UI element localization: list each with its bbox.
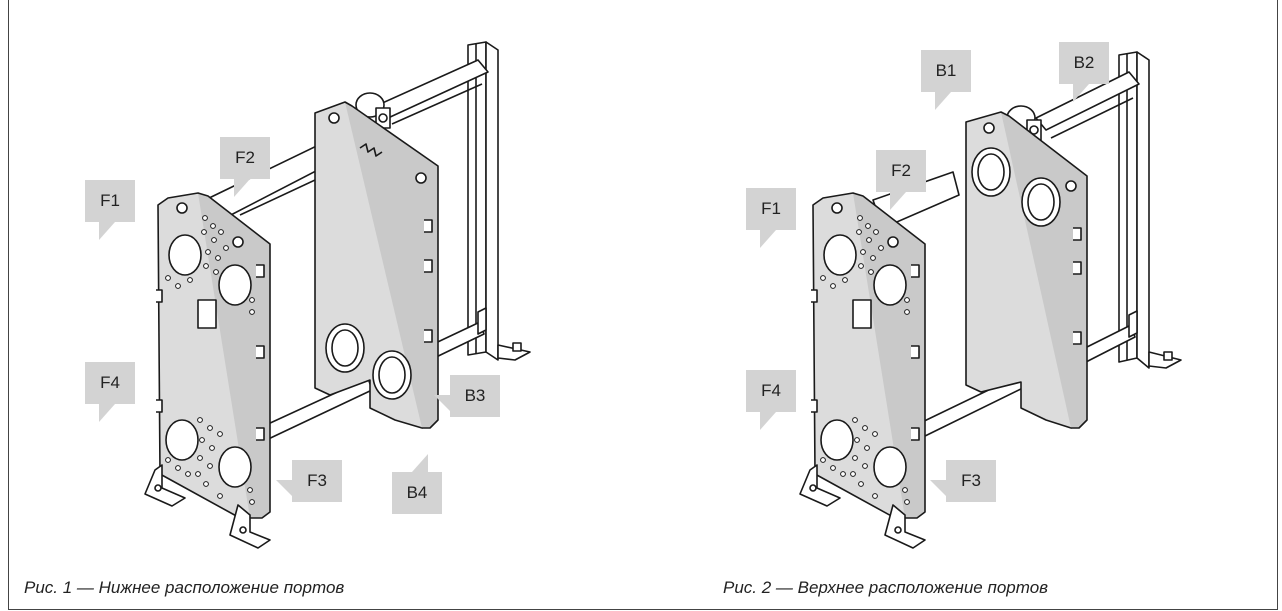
figure-2: F1 F2 F4 F3 B1 B2 Рис. 2 — Верхнее распо… xyxy=(641,0,1281,611)
frame-plate xyxy=(156,192,271,519)
label-f3: F3 xyxy=(276,460,342,502)
figure-1: F1 F2 F4 F3 B3 B4 Рис. 1 — Нижнее распол… xyxy=(0,0,640,611)
label-f4: F4 xyxy=(746,370,796,430)
roller xyxy=(355,92,391,129)
label-b2: B2 xyxy=(1059,42,1109,102)
label-f3: F3 xyxy=(930,460,996,502)
frame-feet xyxy=(144,464,271,549)
label-f2: F2 xyxy=(876,150,926,210)
figure-2-caption: Рис. 2 — Верхнее расположение портов xyxy=(723,578,1049,597)
frame-feet xyxy=(799,464,926,549)
support-column xyxy=(1118,51,1182,369)
pressure-plate xyxy=(965,111,1088,429)
figure-frame xyxy=(8,0,1278,610)
figure-1-caption: Рис. 1 — Нижнее расположение портов xyxy=(24,578,345,597)
support-column xyxy=(467,41,531,361)
frame-plate xyxy=(811,192,926,519)
lower-guide-bar xyxy=(254,307,487,443)
label-f1: F1 xyxy=(746,188,796,248)
label-f1: F1 xyxy=(85,180,135,240)
label-f4: F4 xyxy=(85,362,135,422)
figure-2-drawing xyxy=(799,51,1182,549)
figure-1-drawing xyxy=(144,41,531,549)
pressure-plate xyxy=(314,101,439,429)
label-b3: B3 xyxy=(434,375,500,417)
label-f2: F2 xyxy=(220,137,270,197)
label-b4: B4 xyxy=(392,454,442,514)
label-b1: B1 xyxy=(921,50,971,110)
